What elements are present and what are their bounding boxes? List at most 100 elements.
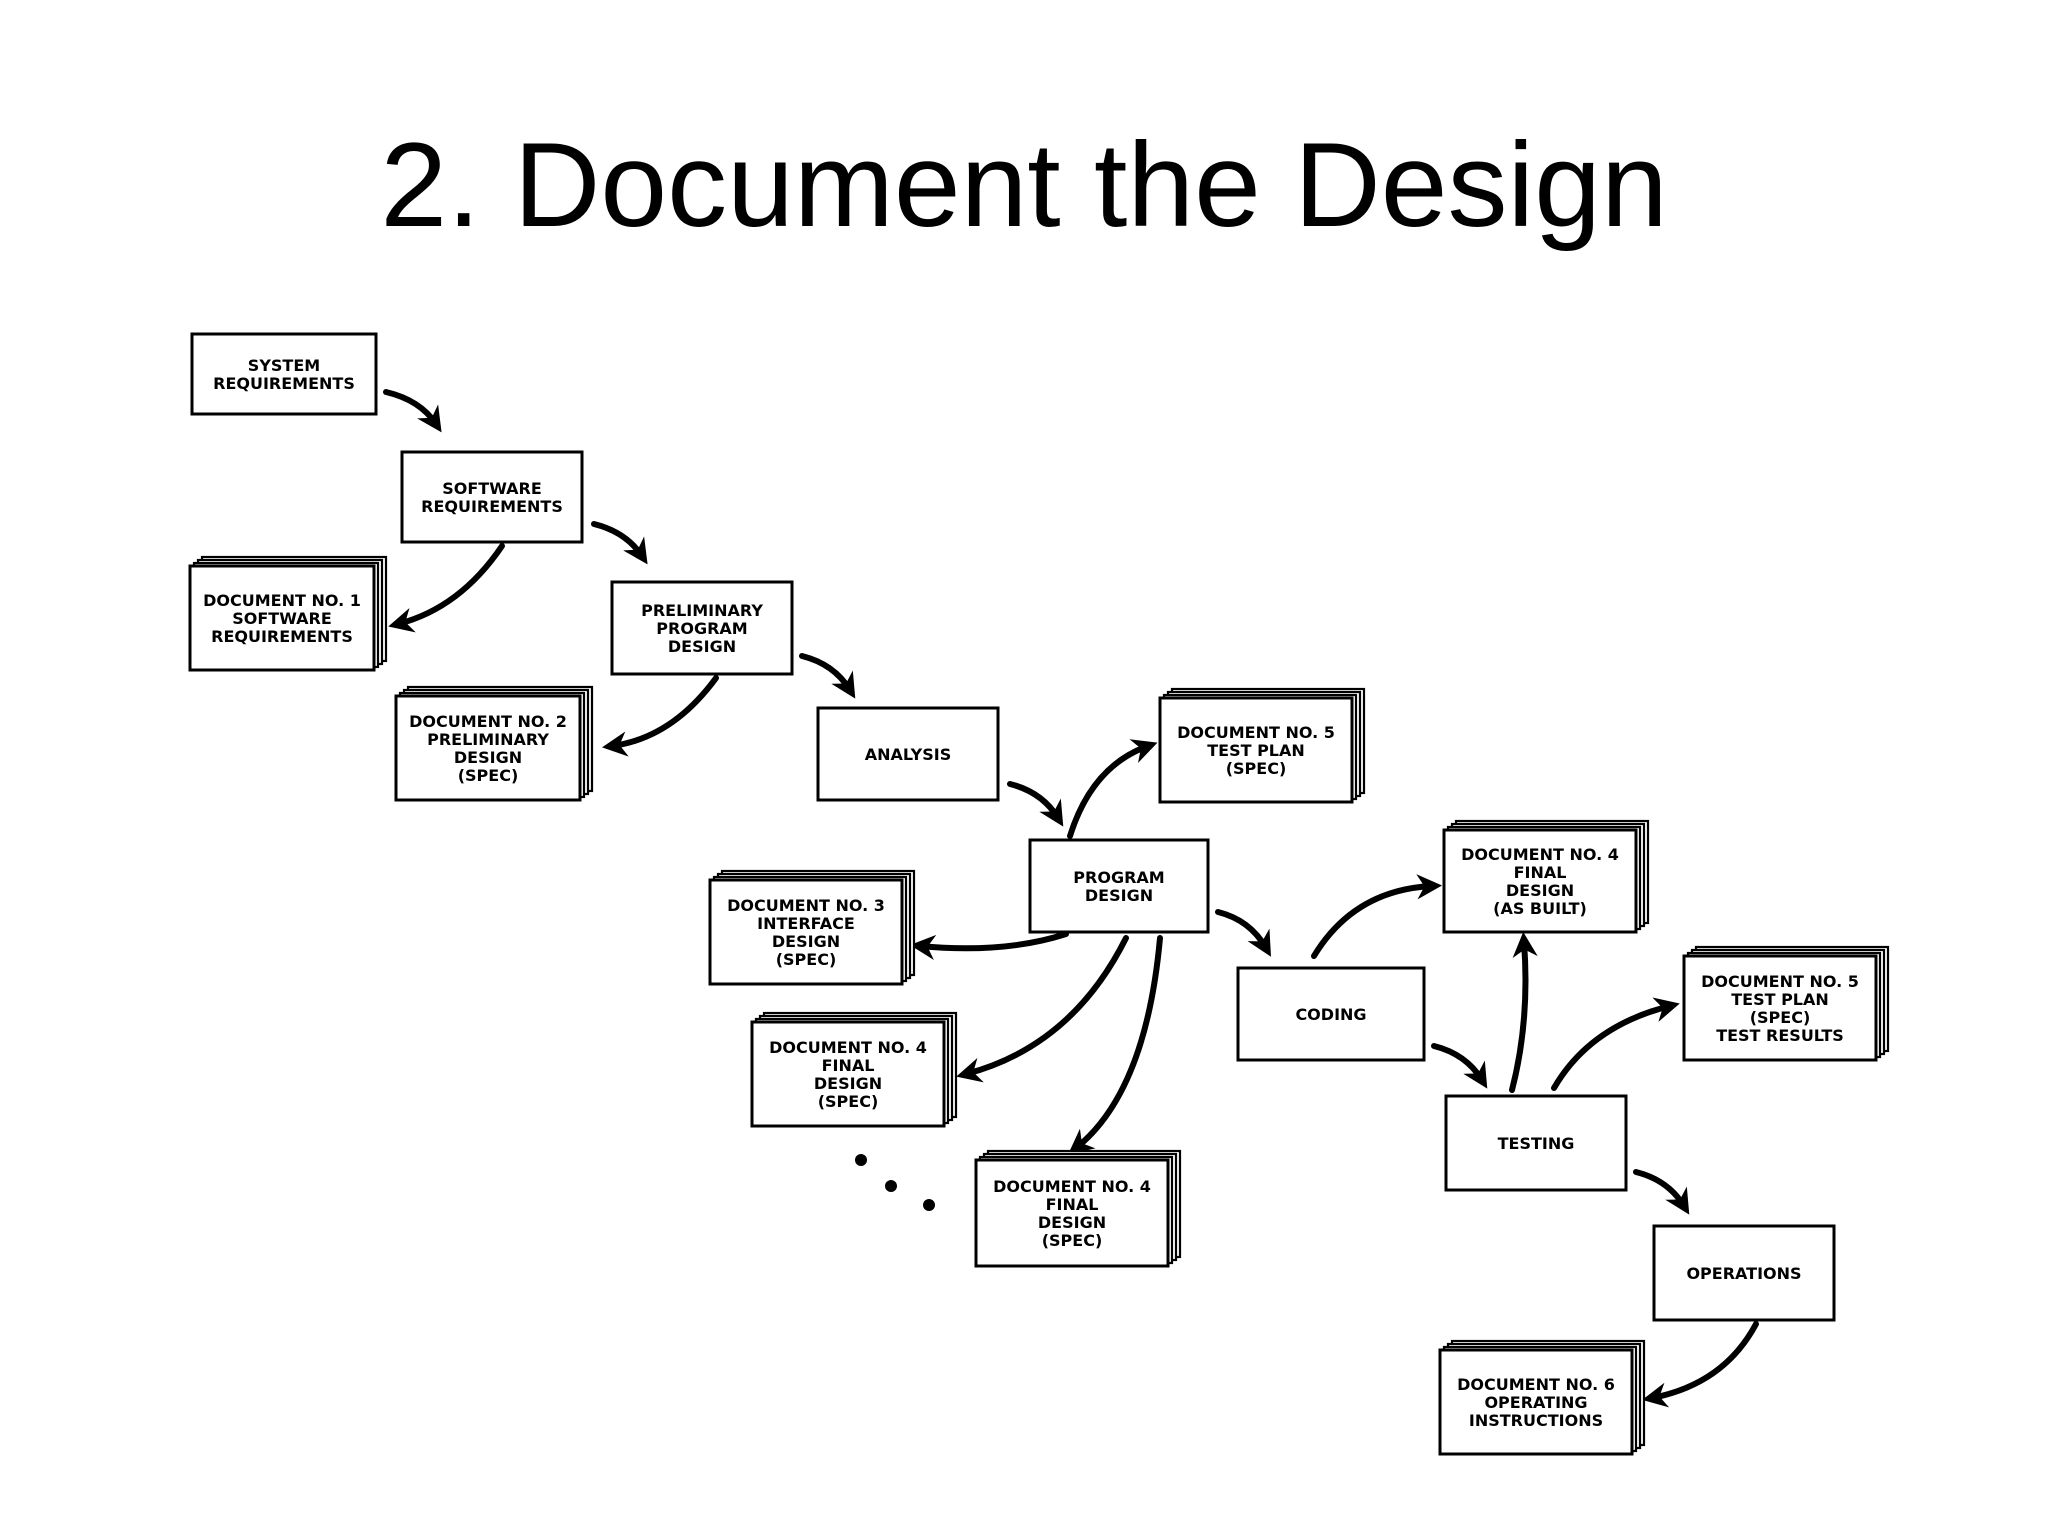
step-operations: OPERATIONS [1652, 1224, 1836, 1322]
label-line: DESIGN [668, 637, 736, 656]
label-line: SOFTWARE [442, 479, 542, 498]
label-line: TEST PLAN [1731, 990, 1829, 1009]
label-line: TEST RESULTS [1716, 1026, 1844, 1045]
label-line: (SPEC) [818, 1092, 879, 1111]
label-line: REQUIREMENTS [213, 374, 355, 393]
document-cover [974, 1158, 1170, 1268]
arrow-cod-to-test [1431, 1043, 1488, 1089]
label-line: DOCUMENT NO. 2 [409, 712, 567, 731]
label-line: PROGRAM [1073, 868, 1164, 887]
label-line: SYSTEM [248, 356, 320, 375]
label-line: PROGRAM [656, 619, 747, 638]
step-box [400, 450, 584, 544]
label-line: (AS BUILT) [1493, 899, 1587, 918]
step-box [1444, 1094, 1628, 1192]
label-line: (SPEC) [776, 950, 837, 969]
label-line: SOFTWARE [232, 609, 332, 628]
label-line: DESIGN [814, 1074, 882, 1093]
arrow-cod-to-d4ab [1311, 874, 1443, 959]
arrow-sw-to-pre [591, 521, 648, 565]
document-cover [1158, 696, 1354, 804]
step-testing: TESTING [1444, 1094, 1628, 1192]
arrow-prog-to-d4b [1068, 935, 1163, 1155]
label-line: (SPEC) [1042, 1231, 1103, 1250]
step-box [190, 332, 378, 416]
label-line: INSTRUCTIONS [1469, 1411, 1603, 1430]
step-box [1652, 1224, 1836, 1322]
arrow-test-to-ops [1633, 1169, 1690, 1215]
step-coding: CODING [1236, 966, 1426, 1062]
label-line: DOCUMENT NO. 3 [727, 896, 885, 915]
label-line: DOCUMENT NO. 6 [1457, 1375, 1615, 1394]
arrow-test-to-d5b [1551, 997, 1680, 1091]
document-cover [394, 694, 582, 802]
label-line: FINAL [1046, 1195, 1099, 1214]
label-line: DOCUMENT NO. 4 [769, 1038, 927, 1057]
label-line: TEST PLAN [1207, 741, 1305, 760]
label-line: REQUIREMENTS [421, 497, 563, 516]
label-line: INTERFACE [757, 914, 855, 933]
label-line: PRELIMINARY [427, 730, 549, 749]
step-box [1236, 966, 1426, 1062]
label-line: FINAL [1514, 863, 1567, 882]
step-box [816, 706, 1000, 802]
arrow-pre-to-d2 [602, 675, 719, 757]
label-line: DESIGN [1085, 886, 1153, 905]
label-line: DOCUMENT NO. 4 [993, 1177, 1151, 1196]
label-line: REQUIREMENTS [211, 627, 353, 646]
arrow-prog-to-cod [1215, 909, 1272, 957]
label-line: DOCUMENT NO. 4 [1461, 845, 1619, 864]
label-line: CODING [1295, 1005, 1366, 1024]
document-cover [1438, 1348, 1634, 1456]
label-line: TESTING [1498, 1134, 1575, 1153]
label-line: DESIGN [1038, 1213, 1106, 1232]
arrow-prog-to-d5a [1067, 739, 1158, 839]
document-cover [708, 878, 904, 986]
arrow-pre-to-ana [799, 653, 856, 699]
document-cover [1442, 828, 1638, 934]
label-line: DESIGN [772, 932, 840, 951]
document-cover [188, 564, 376, 672]
slide-title: 2. Document the Design [380, 118, 1668, 252]
document-cover [1682, 954, 1878, 1062]
arrow-sys-to-sw [383, 389, 442, 433]
label-line: (SPEC) [1750, 1008, 1811, 1027]
label-line: DOCUMENT NO. 1 [203, 591, 361, 610]
arrow-ops-to-d6 [1642, 1321, 1759, 1408]
step-box [610, 580, 794, 676]
label-line: FINAL [822, 1056, 875, 1075]
arrow-test-to-d4ab [1509, 931, 1538, 1093]
label-line: (SPEC) [458, 766, 519, 785]
label-line: DESIGN [1506, 881, 1574, 900]
arrow-prog-to-d3 [909, 931, 1069, 960]
label-line: OPERATIONS [1686, 1264, 1801, 1283]
label-line: DESIGN [454, 748, 522, 767]
step-analysis: ANALYSIS [816, 706, 1000, 802]
label-line: DOCUMENT NO. 5 [1701, 972, 1859, 991]
label-line: (SPEC) [1226, 759, 1287, 778]
arrow-ana-to-prog [1007, 781, 1064, 827]
step-box [1028, 838, 1210, 934]
label-line: ANALYSIS [865, 745, 951, 764]
label-line: OPERATING [1484, 1393, 1587, 1412]
document-cover [750, 1020, 946, 1128]
arrow-sw-to-d1 [388, 543, 505, 633]
arrow-prog-to-d4a [956, 935, 1129, 1083]
ellipsis-dots [855, 1154, 935, 1211]
label-line: DOCUMENT NO. 5 [1177, 723, 1335, 742]
label-line: PRELIMINARY [641, 601, 763, 620]
